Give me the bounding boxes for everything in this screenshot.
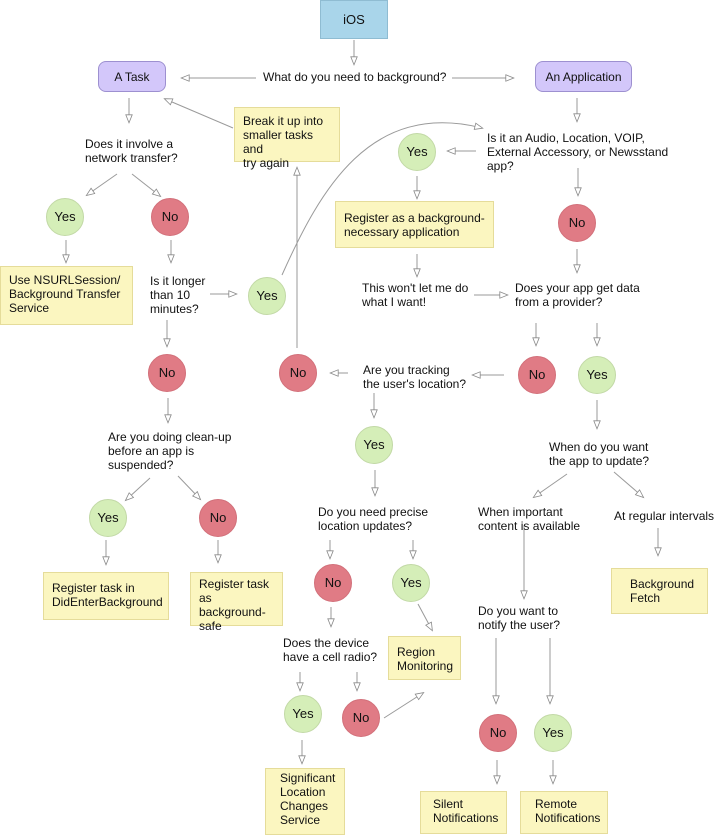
answer-label: No (568, 215, 586, 230)
category-task-label: A Task (114, 69, 150, 84)
answer-label: Yes (292, 706, 314, 721)
answer-no-longer: No (148, 354, 186, 392)
answer-yes-precise: Yes (392, 564, 430, 602)
answer-no-cleanup: No (199, 499, 237, 537)
answer-yes-provider: Yes (578, 356, 616, 394)
answer-yes-longer: Yes (248, 277, 286, 315)
edge-update-regular (613, 471, 643, 497)
answer-label: Yes (54, 209, 76, 224)
answer-label: No (158, 365, 176, 380)
answer-label: Yes (542, 725, 564, 740)
answer-label: No (289, 365, 307, 380)
answer-yes-type: Yes (398, 133, 436, 171)
result-background-fetch: Background Fetch (611, 568, 708, 614)
result-register-didenterbackground: Register task in DidEnterBackground (43, 572, 169, 620)
answer-no-cell: No (342, 699, 380, 737)
answer-no-notify: No (479, 714, 517, 752)
answer-no-network: No (151, 198, 189, 236)
edge-breakup-task (165, 99, 234, 129)
note-wont-let-me: This won't let me do what I want! (362, 281, 469, 309)
root-label: iOS (343, 11, 365, 27)
answer-label: Yes (586, 367, 608, 382)
question-app-type: Is it an Audio, Location, VOIP, External… (487, 131, 669, 173)
answer-no-type: No (558, 204, 596, 242)
category-a-task: A Task (98, 61, 166, 92)
answer-label: Yes (400, 575, 422, 590)
edge-yes-retry-app (281, 122, 482, 276)
question-notify-user: Do you want to notify the user? (478, 604, 561, 632)
answer-yes-cleanup: Yes (89, 499, 127, 537)
answer-label: No (528, 367, 546, 382)
answer-yes-notify: Yes (534, 714, 572, 752)
edge-network-yes (87, 173, 118, 195)
answer-label: Yes (256, 288, 278, 303)
edge-cleanup-no (177, 475, 200, 499)
result-register-background-necessary: Register as a background- necessary appl… (335, 201, 494, 248)
result-nsurlsession: Use NSURLSession/ Background Transfer Se… (0, 266, 133, 325)
answer-yes-network: Yes (46, 198, 84, 236)
result-break-it-up: Break it up into smaller tasks and try a… (234, 107, 340, 170)
result-significant-location-changes: Significant Location Changes Service (265, 768, 345, 835)
result-register-background-safe: Register task as background- safe (190, 572, 283, 633)
question-what-to-background: What do you need to background? (263, 70, 447, 84)
answer-label: No (352, 710, 370, 725)
edge-update-important (534, 473, 568, 497)
category-an-application: An Application (535, 61, 632, 92)
answer-yes-cell: Yes (284, 695, 322, 733)
answer-no-tracking: No (279, 354, 317, 392)
answer-no-provider: No (518, 356, 556, 394)
question-network-transfer: Does it involve a network transfer? (85, 137, 178, 165)
result-silent-notifications: Silent Notifications (420, 791, 507, 834)
result-remote-notifications: Remote Notifications (520, 791, 608, 834)
edge-cleanup-yes (126, 477, 151, 500)
question-data-provider: Does your app get data from a provider? (515, 281, 640, 309)
edge-network-no (131, 173, 160, 196)
edge-yes-region (417, 603, 432, 630)
answer-no-precise: No (314, 564, 352, 602)
category-application-label: An Application (545, 69, 622, 84)
answer-label: No (161, 209, 179, 224)
answer-label: No (209, 510, 227, 525)
question-longer-than-10-minutes: Is it longer than 10 minutes? (150, 274, 206, 316)
answer-label: No (489, 725, 507, 740)
question-precise-location: Do you need precise location updates? (318, 505, 429, 533)
result-region-monitoring: Region Monitoring (388, 636, 461, 680)
answer-label: Yes (406, 144, 428, 159)
question-when-update: When do you want the app to update? (549, 440, 650, 468)
answer-label: No (324, 575, 342, 590)
answer-yes-tracking: Yes (355, 426, 393, 464)
question-cleanup-before-suspend: Are you doing clean-up before an app is … (108, 430, 232, 472)
answer-label: Yes (97, 510, 119, 525)
option-important-content: When important content is available (478, 505, 581, 533)
answer-label: Yes (363, 437, 385, 452)
option-regular-intervals: At regular intervals (614, 509, 715, 523)
edge-no-region (383, 693, 423, 719)
question-cell-radio: Does the device have a cell radio? (283, 636, 378, 664)
root-node-ios: iOS (320, 0, 388, 39)
question-tracking-location: Are you tracking the user's location? (363, 363, 467, 391)
